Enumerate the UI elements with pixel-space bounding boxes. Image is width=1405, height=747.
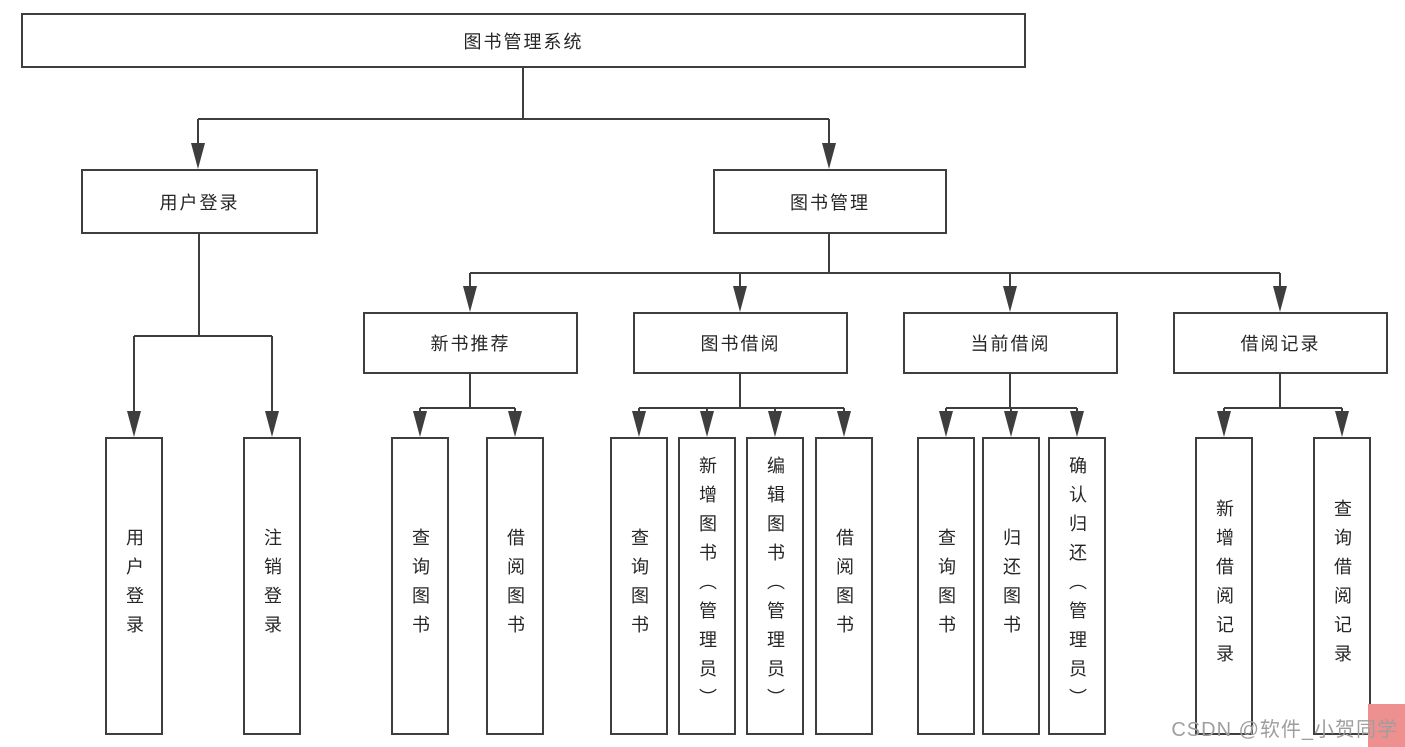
node-new-book-recommend: 新书推荐 bbox=[363, 312, 578, 374]
node-leaf-query-books-2: 查询图书 bbox=[610, 437, 668, 735]
node-leaf-add-borrow-record: 新增借阅记录 bbox=[1195, 437, 1253, 735]
watermark-accent-block bbox=[1368, 704, 1405, 747]
node-leaf-borrow-books-1: 借阅图书 bbox=[486, 437, 544, 735]
node-book-management: 图书管理 bbox=[713, 169, 947, 234]
csdn-watermark: CSDN @软件_小贺同学 bbox=[1171, 719, 1398, 741]
node-leaf-logout: 注销登录 bbox=[243, 437, 301, 735]
node-leaf-query-borrow-record: 查询借阅记录 bbox=[1313, 437, 1371, 735]
node-leaf-query-books-3: 查询图书 bbox=[917, 437, 975, 735]
node-leaf-confirm-return-admin: 确认归还（管理员） bbox=[1048, 437, 1106, 735]
node-root-system: 图书管理系统 bbox=[21, 13, 1026, 68]
node-borrow-record: 借阅记录 bbox=[1173, 312, 1388, 374]
node-book-borrow: 图书借阅 bbox=[633, 312, 848, 374]
node-current-borrow: 当前借阅 bbox=[903, 312, 1118, 374]
node-leaf-return-books: 归还图书 bbox=[982, 437, 1040, 735]
node-leaf-query-books-1: 查询图书 bbox=[391, 437, 449, 735]
node-leaf-add-books-admin: 新增图书（管理员） bbox=[678, 437, 736, 735]
node-leaf-user-login: 用户登录 bbox=[105, 437, 163, 735]
node-leaf-edit-books-admin: 编辑图书（管理员） bbox=[746, 437, 804, 735]
node-leaf-borrow-books-2: 借阅图书 bbox=[815, 437, 873, 735]
node-user-login: 用户登录 bbox=[81, 169, 318, 234]
